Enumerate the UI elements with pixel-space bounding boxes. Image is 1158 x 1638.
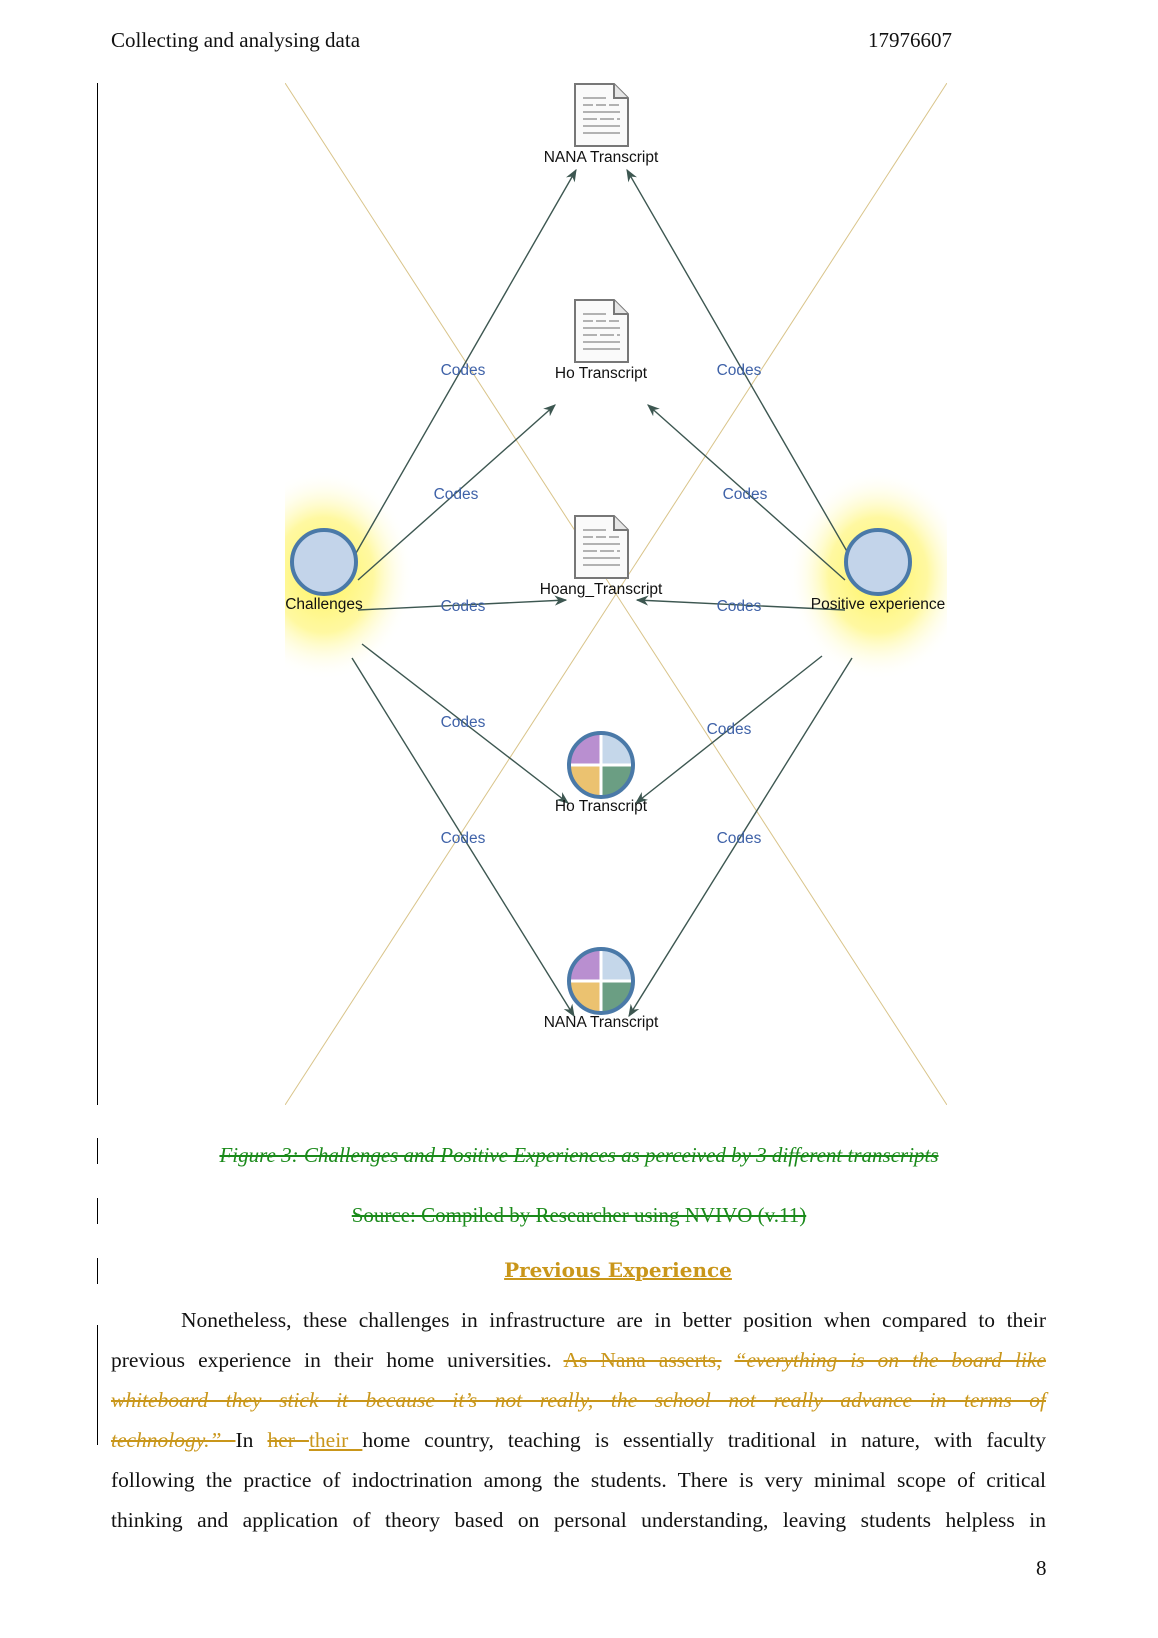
tracked-deletion-quote: whiteboard they stick it because it’s no…: [111, 1388, 1046, 1412]
paragraph-line: Nonetheless, these challenges in infrast…: [181, 1300, 1046, 1340]
change-bar: [97, 1138, 98, 1164]
figure-caption: Figure 3: Challenges and Positive Experi…: [219, 1143, 939, 1167]
nvivo-relationship-diagram: Codes Codes Codes Codes Codes Codes Code…: [285, 83, 947, 1105]
body-text: home country, teaching is essentially tr…: [362, 1428, 1047, 1452]
body-text: previous experience in their home univer…: [111, 1348, 552, 1372]
edge-label-codes: Codes: [707, 721, 752, 738]
edge-label-codes: Codes: [717, 362, 762, 379]
edge-positive-nana-case: [628, 657, 853, 1018]
edge-label-codes: Codes: [717, 830, 762, 847]
edge-label-codes: Codes: [441, 362, 486, 379]
edge-positive-ho-case: [635, 655, 823, 804]
edge-label-codes: Codes: [717, 598, 762, 615]
node-label-hoang-document: Hoang_Transcript: [540, 581, 663, 598]
node-label-ho-case: Ho Transcript: [555, 798, 648, 815]
edge-positive-hoang-doc: [635, 595, 846, 611]
paragraph-line: following the practice of indoctrination…: [111, 1460, 1046, 1500]
change-bar: [97, 1325, 98, 1445]
edge-challenges-ho-doc: [357, 404, 556, 581]
case-node-icon: [567, 947, 635, 1015]
body-text: In: [235, 1428, 254, 1452]
edge-challenges-nana-doc: [347, 168, 577, 568]
paragraph-line: previous experience in their home univer…: [111, 1340, 1046, 1380]
code-node-challenges: [290, 528, 358, 596]
document-icon: [574, 83, 629, 147]
edge-label-codes: Codes: [441, 830, 486, 847]
node-label-nana-document: NANA Transcript: [544, 149, 659, 166]
page-number: 8: [1036, 1556, 1047, 1580]
body-text: following the practice of indoctrination…: [111, 1468, 1046, 1492]
edge-label-codes: Codes: [434, 486, 479, 503]
tracked-deletion: As Nana asserts,: [563, 1348, 722, 1372]
body-text: Nonetheless, these challenges in infrast…: [181, 1308, 1046, 1332]
body-text: thinking and application of theory based…: [111, 1508, 1046, 1532]
guide-diagonal-line: [285, 83, 947, 1105]
tracked-deletion-quote: technology.”: [111, 1428, 236, 1452]
running-header-title: Collecting and analysing data: [111, 28, 361, 52]
edge-label-codes: Codes: [441, 714, 486, 731]
change-bar: [97, 1198, 98, 1224]
tracked-insertion-word: their: [308, 1428, 363, 1452]
change-bar: [97, 1258, 98, 1284]
node-label-ho-document: Ho Transcript: [555, 365, 648, 382]
figure-source: Source: Compiled by Researcher using NVI…: [351, 1203, 807, 1227]
paragraph-line: whiteboard they stick it because it’s no…: [111, 1380, 1046, 1420]
paragraph-line: technology.” In her their home country, …: [111, 1420, 1046, 1460]
edge-label-codes: Codes: [441, 598, 486, 615]
edge-challenges-ho-case: [361, 643, 569, 804]
edge-challenges-hoang-doc: [357, 595, 568, 611]
document-icon: [574, 515, 629, 579]
edge-positive-ho-doc: [647, 404, 846, 581]
running-header-student-id: 17976607: [868, 28, 952, 52]
document-icon: [574, 299, 629, 363]
code-node-positive-experience: [844, 528, 912, 596]
edge-positive-nana-doc: [626, 168, 857, 568]
edge-label-codes: Codes: [723, 486, 768, 503]
case-node-icon: [567, 731, 635, 799]
tracked-deletion-quote: “everything is on the board like: [734, 1348, 1047, 1372]
change-bar: [97, 83, 98, 1105]
edge-challenges-nana-case: [351, 657, 575, 1018]
paragraph-line: thinking and application of theory based…: [111, 1500, 1046, 1540]
section-heading: Previous Experience: [504, 1258, 732, 1282]
node-label-positive-experience: Positive experience: [811, 596, 945, 613]
node-label-challenges: Challenges: [285, 596, 363, 613]
node-label-nana-case: NANA Transcript: [544, 1014, 659, 1031]
tracked-deletion-word: her: [267, 1428, 309, 1452]
